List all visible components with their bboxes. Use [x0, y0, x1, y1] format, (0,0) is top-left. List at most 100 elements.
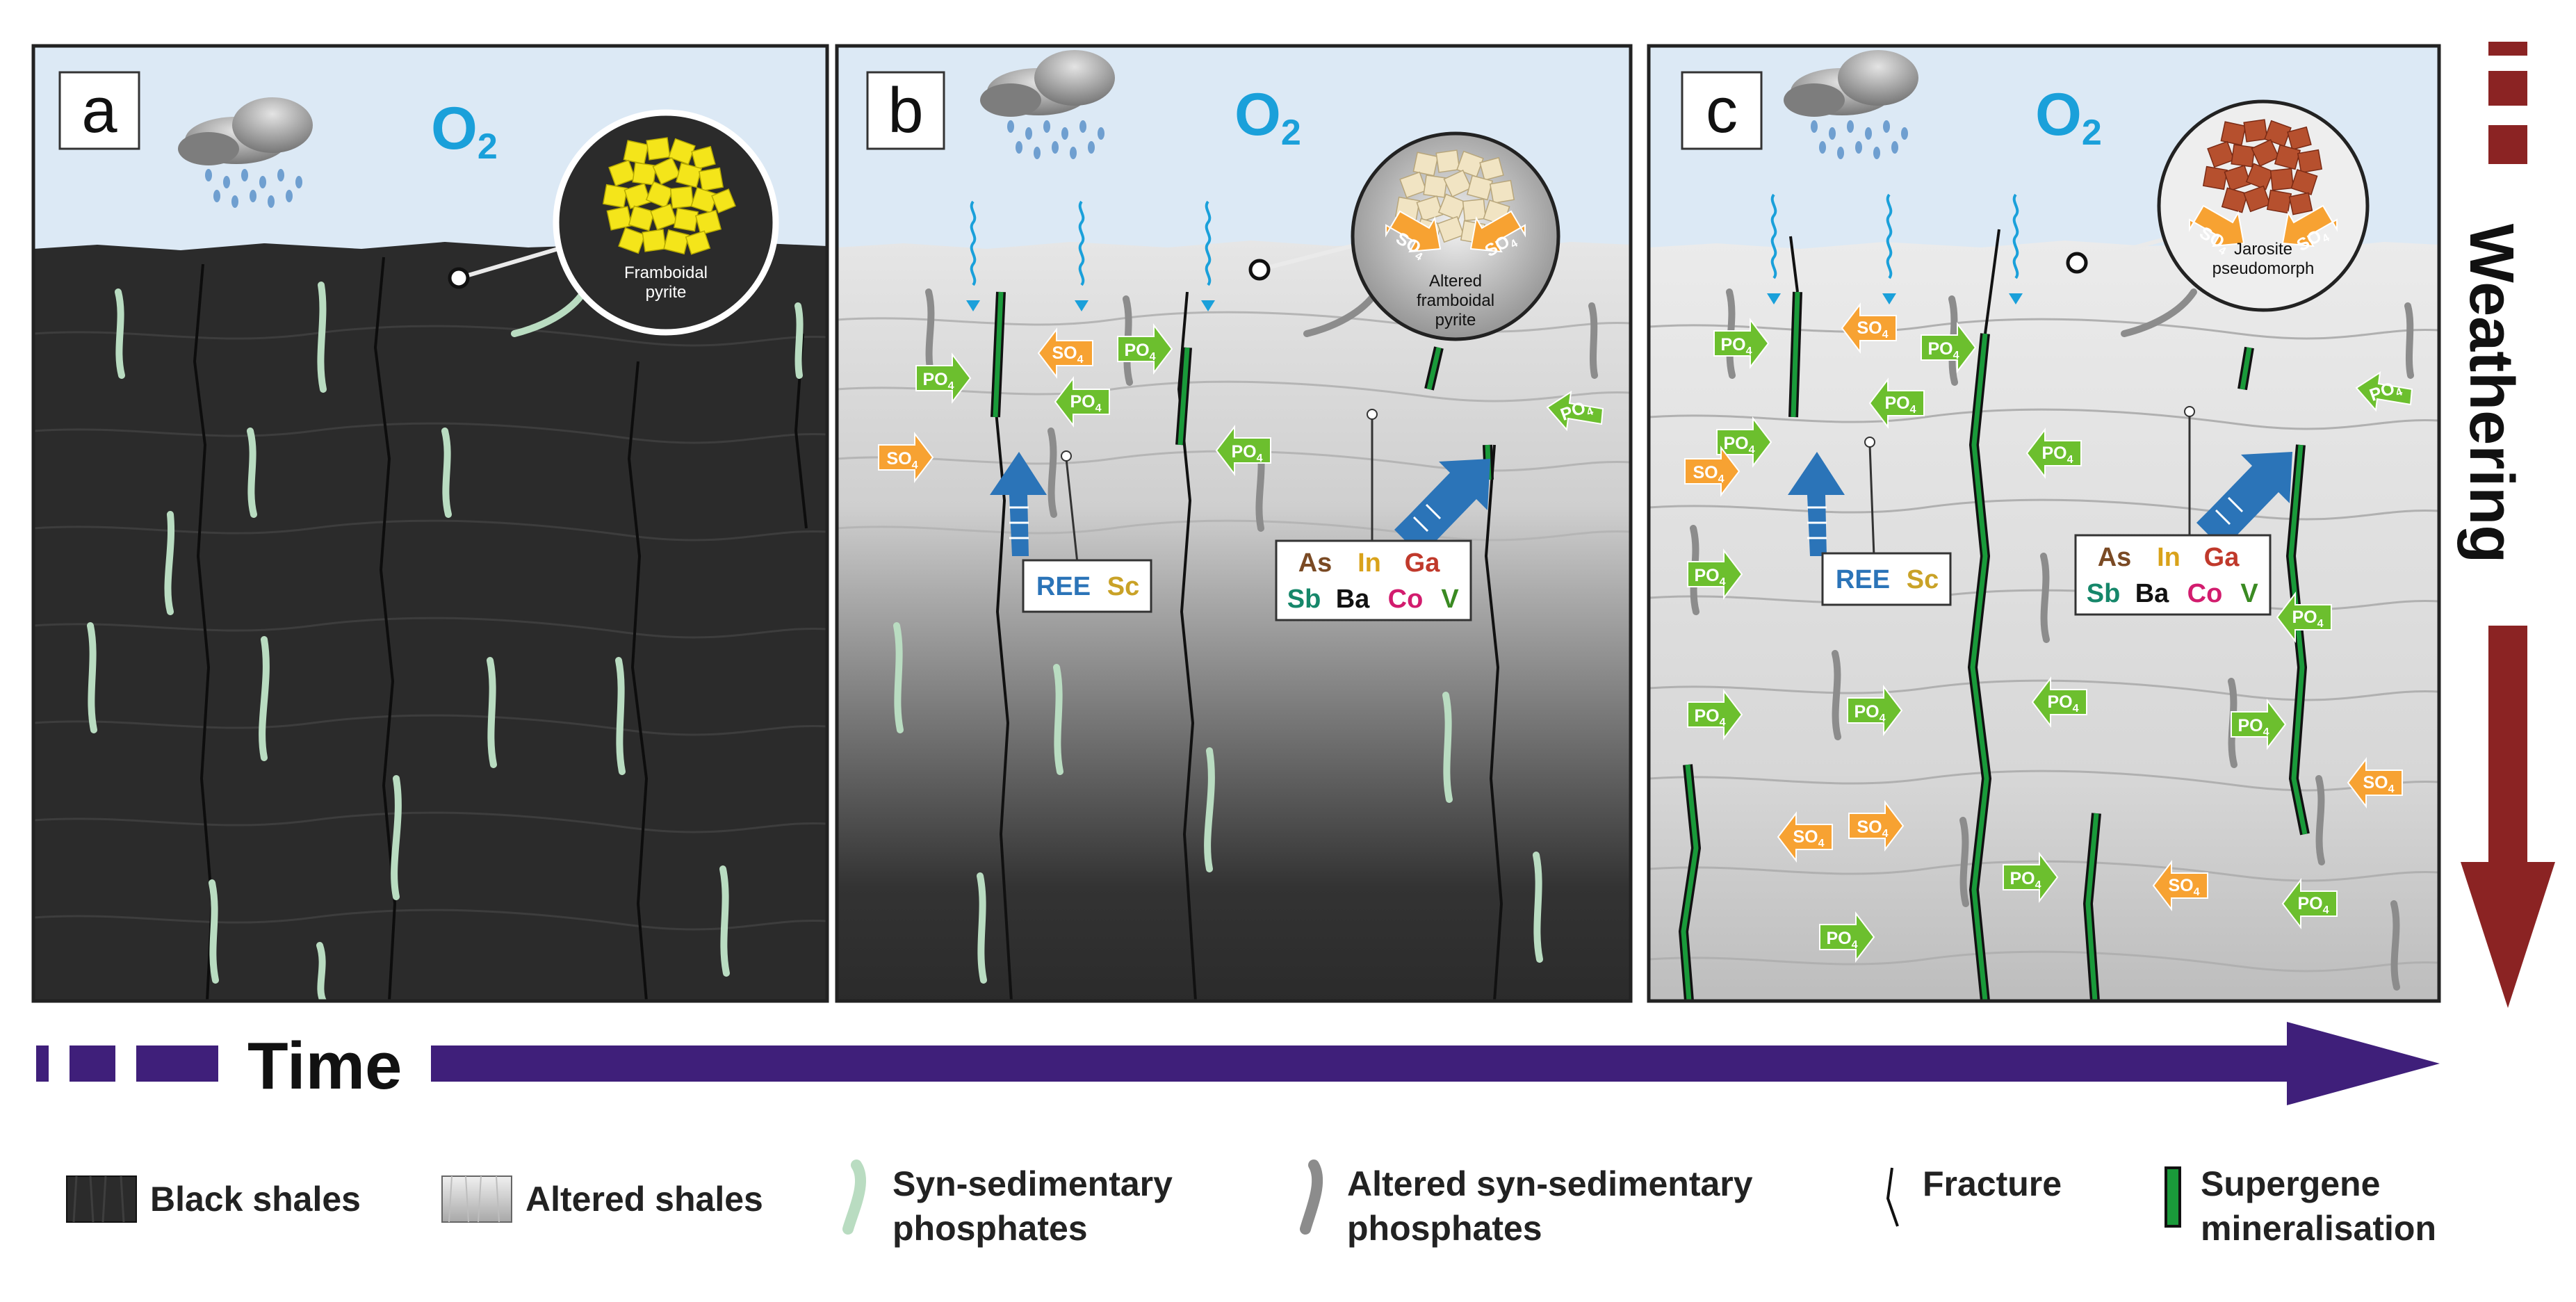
- so4-arrow: SO4: [2152, 860, 2208, 911]
- svg-text:Ba: Ba: [1336, 585, 1370, 614]
- element-box-ree-b: REE Sc: [1022, 559, 1152, 613]
- svg-text:In: In: [1358, 548, 1381, 578]
- po4-arrow: PO4: [1687, 689, 1743, 740]
- svg-text:Syn-sedimentary: Syn-sedimentary: [892, 1164, 1173, 1203]
- po4-arrow: PO4: [2031, 676, 2087, 728]
- svg-text:mineralisation: mineralisation: [2201, 1209, 2436, 1248]
- element-box-as-c: As In Ga Sb Ba Co V: [2074, 534, 2272, 616]
- o2-label-b: O2: [1234, 81, 1301, 153]
- po4-arrow: PO4: [1868, 377, 1925, 429]
- svg-text:V: V: [2240, 579, 2258, 608]
- svg-text:SO4: SO4: [2168, 876, 2199, 898]
- panel-letter-box-c: [1681, 71, 1763, 150]
- svg-text:SO4: SO4: [2363, 773, 2394, 795]
- o2-label-c: O2: [2035, 81, 2102, 153]
- svg-text:Sb: Sb: [1287, 585, 1321, 614]
- panel-a: a O2 Framboidal pyrite: [31, 44, 829, 1003]
- svg-text:Supergene: Supergene: [2201, 1164, 2380, 1203]
- svg-text:PO4: PO4: [2010, 869, 2041, 891]
- svg-text:Co: Co: [2187, 579, 2223, 608]
- blue-arrow-as-b: [1394, 459, 1490, 556]
- po4-arrow: PO4: [2003, 852, 2059, 903]
- phosphates-a: [87, 282, 804, 1001]
- so4-arrow-circle-c-1: SO4: [2189, 204, 2245, 258]
- svg-text:PO4: PO4: [2047, 692, 2078, 715]
- svg-text:Altered syn-sedimentary: Altered syn-sedimentary: [1347, 1164, 1753, 1203]
- blue-arrow-ree-b: [990, 452, 1047, 556]
- po4-arrow: PO4: [1687, 548, 1743, 600]
- o2-label-a: O2: [431, 95, 498, 167]
- po4-arrow: PO4: [1117, 323, 1173, 375]
- cloud-icon: [178, 97, 313, 208]
- svg-text:PO4: PO4: [2041, 444, 2073, 466]
- so4-arrow: SO4: [2347, 757, 2403, 808]
- svg-text:PO4: PO4: [1070, 392, 1101, 414]
- svg-text:Ga: Ga: [1405, 548, 1441, 578]
- po4-arrow: PO4: [1819, 911, 1875, 963]
- weathering-label: Weathering: [2456, 224, 2526, 563]
- po4-arrow: PO4: [2355, 371, 2413, 412]
- svg-text:As: As: [2098, 543, 2132, 572]
- legend-supergene: Supergene mineralisation: [2165, 1164, 2436, 1248]
- svg-text:PO4: PO4: [1694, 706, 1725, 729]
- svg-text:Black shales: Black shales: [150, 1180, 361, 1219]
- svg-text:SO4: SO4: [1857, 318, 1888, 341]
- rain-arrows-b: [970, 200, 1212, 286]
- po4-arrow: PO4: [2281, 878, 2338, 929]
- bedding-lines-b: [837, 311, 1631, 542]
- svg-text:SO4: SO4: [1693, 463, 1724, 485]
- cloud-icon: [1784, 50, 1918, 159]
- legend-syn-phosphates: Syn-sedimentary phosphates: [842, 1159, 1173, 1248]
- svg-text:Fracture: Fracture: [1923, 1164, 2062, 1203]
- po4-arrow: PO4: [1716, 416, 1772, 468]
- circle-label-b-1: Altered: [1429, 272, 1482, 291]
- element-box-as-b: As In Ga Sb Ba Co V: [1275, 539, 1472, 621]
- blue-arrow-as-c: [2196, 452, 2292, 549]
- svg-text:Co: Co: [1388, 585, 1424, 614]
- po4-arrow: PO4: [1713, 318, 1770, 369]
- circle-label-a-1: Framboidal: [624, 263, 708, 282]
- po4-arrow: PO4: [2231, 699, 2287, 750]
- po4-arrow: PO4: [2025, 428, 2082, 479]
- pyrite-circle-a: Framboidal pyrite: [553, 109, 779, 336]
- po4-arrow: PO4: [915, 352, 972, 404]
- svg-text:SO4: SO4: [1857, 817, 1888, 840]
- svg-text:SO4: SO4: [886, 449, 918, 471]
- panel-b: b O2 SO4: [835, 44, 1633, 1003]
- legend-fracture: Fracture: [1886, 1164, 2062, 1227]
- po4-arrow: PO4: [1546, 390, 1604, 432]
- cloud-icon: [980, 50, 1115, 159]
- circle-label-b-2: framboidal: [1417, 291, 1494, 310]
- legend-black-shales: Black shales: [66, 1175, 361, 1223]
- so4-arrow: SO4: [1684, 446, 1741, 497]
- svg-text:PO4: PO4: [1723, 434, 1754, 456]
- svg-text:PO4: PO4: [1854, 702, 1885, 724]
- framboid-c: [2202, 119, 2323, 215]
- svg-text:PO4: PO4: [1720, 335, 1752, 357]
- svg-text:PO4: PO4: [1694, 566, 1725, 588]
- svg-text:phosphates: phosphates: [1347, 1209, 1542, 1248]
- po4-arrow: PO4: [1054, 376, 1110, 428]
- circle-label-b-3: pyrite: [1435, 311, 1476, 329]
- ion-arrows-b: PO4 SO4 PO4 PO4 SO4 PO4 PO4: [878, 323, 1604, 483]
- svg-text:REE: REE: [1836, 565, 1890, 594]
- jarosite-circle-c: SO4 SO4 Jarosite pseudomorph: [2157, 99, 2370, 312]
- svg-text:V: V: [1441, 585, 1459, 614]
- svg-text:In: In: [2157, 543, 2180, 572]
- po4-arrow: PO4: [1215, 425, 1271, 476]
- po4-arrow: PO4: [1847, 685, 1903, 736]
- svg-text:PO4: PO4: [2237, 716, 2269, 738]
- svg-text:Altered shales: Altered shales: [525, 1180, 763, 1219]
- svg-text:Sc: Sc: [1107, 572, 1139, 601]
- rain-arrows-c: [1770, 193, 2019, 279]
- element-box-ree-c: REE Sc: [1821, 552, 1952, 606]
- svg-text:Sc: Sc: [1907, 565, 1939, 594]
- blue-arrow-ree-c: [1788, 452, 1845, 556]
- weathering-arrow: Weathering: [2456, 42, 2555, 1008]
- so4-arrow: SO4: [1037, 327, 1093, 379]
- po4-arrow: PO4: [1921, 322, 1977, 373]
- svg-text:SO4: SO4: [1052, 343, 1083, 366]
- phosphates-b: [893, 622, 1543, 984]
- svg-text:Ba: Ba: [2135, 579, 2169, 608]
